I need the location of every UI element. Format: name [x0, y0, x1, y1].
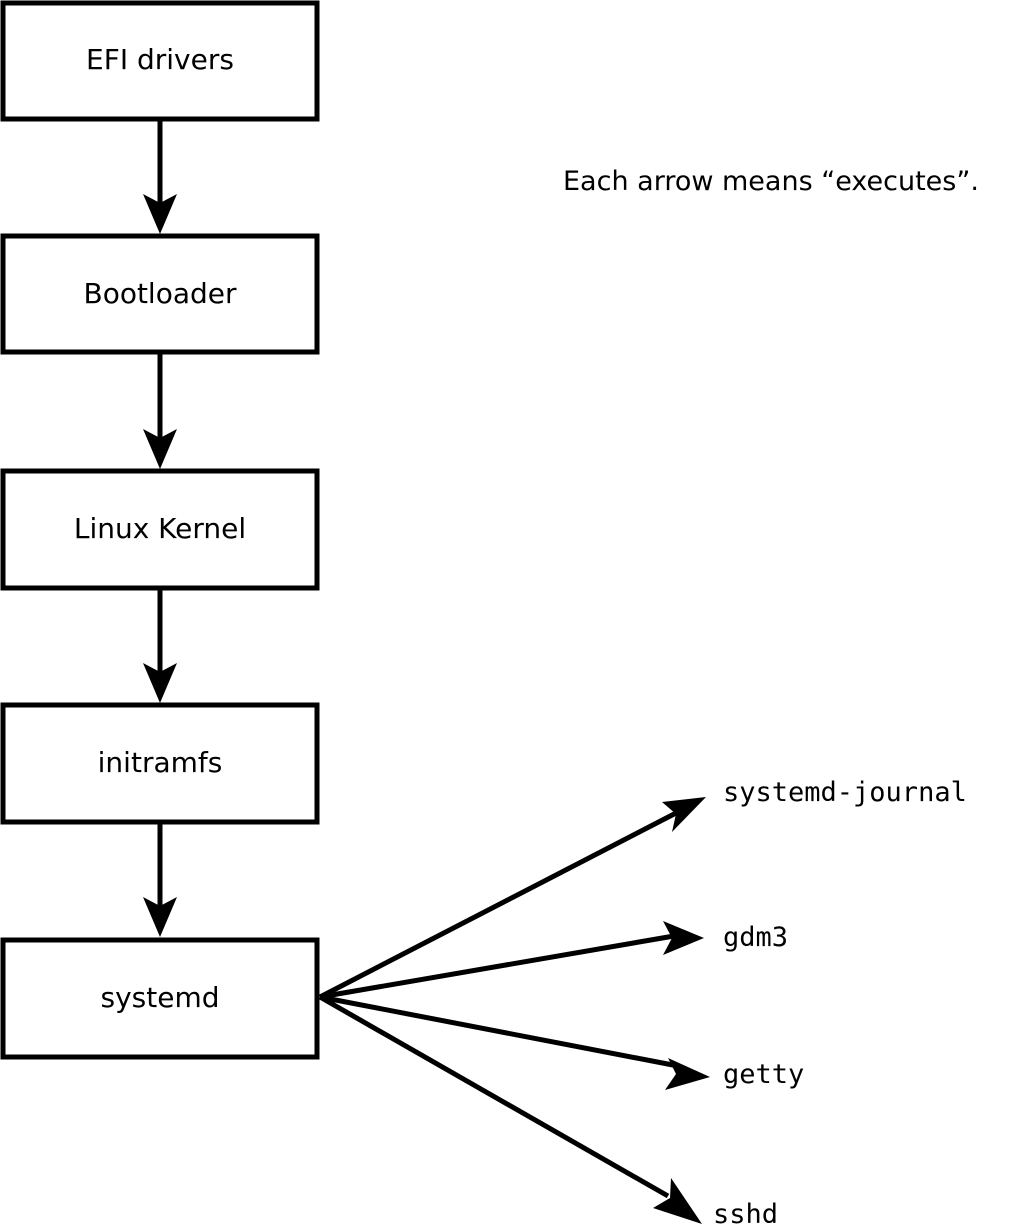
node-initramfs[interactable]: initramfs [0, 702, 320, 825]
edge-kernel-to-initramfs [143, 589, 177, 703]
node-initramfs-label: initramfs [98, 746, 223, 779]
node-efi-drivers[interactable]: EFI drivers [0, 0, 320, 122]
edge-initramfs-to-systemd [143, 824, 177, 937]
arrow-meaning-annotation: Each arrow means “executes”. [563, 166, 979, 197]
leaf-label-gdm3: gdm3 [723, 922, 788, 953]
edge-efi-to-bootloader [143, 120, 177, 234]
edge-systemd-to-getty [319, 994, 710, 1090]
leaf-label-systemd-journal: systemd-journal [723, 777, 967, 808]
node-bootloader[interactable]: Bootloader [0, 233, 320, 355]
node-efi-drivers-label: EFI drivers [86, 43, 234, 76]
node-bootloader-label: Bootloader [83, 277, 237, 310]
edge-bootloader-to-kernel [143, 353, 177, 469]
edge-systemd-to-systemd-journal [318, 797, 706, 1000]
leaf-label-sshd: sshd [713, 1199, 778, 1230]
node-systemd-label: systemd [101, 981, 220, 1014]
edge-systemd-to-gdm3 [319, 921, 704, 1000]
node-linux-kernel-label: Linux Kernel [74, 512, 246, 545]
edge-systemd-to-sshd [318, 994, 702, 1224]
node-systemd[interactable]: systemd [0, 937, 320, 1060]
node-linux-kernel[interactable]: Linux Kernel [0, 468, 320, 591]
leaf-label-getty: getty [723, 1059, 804, 1090]
